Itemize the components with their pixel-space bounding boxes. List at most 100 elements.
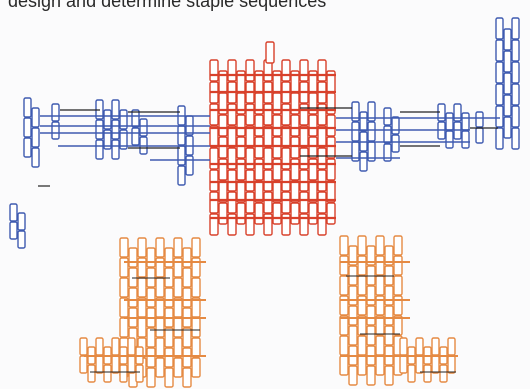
- right-leg-helix: [366, 245, 376, 266]
- left-leg-helix: [191, 317, 201, 338]
- left-arm-helix: [95, 119, 104, 140]
- body-helix: [299, 103, 309, 126]
- body-helix: [254, 136, 264, 159]
- right-hand-helix: [511, 127, 520, 150]
- left-foot-helix: [111, 355, 120, 374]
- right-arm-helix: [475, 127, 484, 144]
- body-helix: [263, 125, 273, 148]
- right-arm-helix: [453, 103, 462, 122]
- body-helix: [290, 202, 300, 225]
- body-helix: [326, 180, 336, 203]
- left-leg-helix: [137, 277, 147, 298]
- right-leg-helix: [393, 275, 403, 296]
- body-helix: [209, 125, 219, 148]
- right-arm-helix: [351, 121, 360, 142]
- left-leg-helix: [155, 317, 165, 338]
- right-leg-helix: [375, 235, 385, 256]
- left-foot-helix: [127, 355, 136, 374]
- left-leg-helix: [155, 357, 165, 378]
- right-arm-helix: [383, 143, 392, 162]
- right-leg-helix: [348, 305, 358, 326]
- right-arm-helix: [359, 111, 368, 132]
- right-arm-helix: [461, 112, 470, 131]
- right-leg-helix: [366, 325, 376, 346]
- left-foot-helix: [127, 337, 136, 356]
- body-helix: [317, 147, 327, 170]
- body-helix: [209, 169, 219, 192]
- body-helix: [254, 202, 264, 225]
- right-foot-helix: [439, 364, 448, 383]
- right-arm-helix: [391, 134, 400, 153]
- body-helix: [245, 213, 255, 236]
- body-helix: [218, 158, 228, 181]
- left-leg-helix: [164, 247, 174, 268]
- body-helix: [263, 147, 273, 170]
- right-leg-helix: [357, 255, 367, 276]
- right-hand-helix: [495, 105, 504, 128]
- body-helix: [263, 103, 273, 126]
- right-hand-helix: [511, 39, 520, 62]
- right-hand-helix: [503, 116, 512, 139]
- right-leg-helix: [366, 305, 376, 326]
- left-hand-helix: [9, 221, 18, 240]
- head-helix: [265, 41, 275, 64]
- body-helix: [317, 125, 327, 148]
- right-leg-helix: [375, 275, 385, 296]
- left-leg-helix: [155, 257, 165, 278]
- body-helix: [236, 202, 246, 225]
- left-leg-helix: [191, 277, 201, 298]
- body-helix: [272, 158, 282, 181]
- left-leg-helix: [119, 317, 129, 338]
- left-arm-helix: [111, 139, 120, 160]
- right-foot-helix: [399, 355, 408, 374]
- right-foot-helix: [423, 364, 432, 383]
- right-leg-helix: [339, 355, 349, 376]
- left-arm-helix: [31, 107, 40, 128]
- left-leg-helix: [146, 327, 156, 348]
- right-leg-helix: [384, 325, 394, 346]
- right-arm-helix: [367, 101, 376, 122]
- body-helix: [245, 147, 255, 170]
- left-foot-helix: [135, 364, 144, 383]
- left-leg-helix: [146, 347, 156, 368]
- left-arm-helix: [95, 139, 104, 160]
- left-hand-helix: [17, 212, 26, 231]
- body-helix: [290, 136, 300, 159]
- right-leg-helix: [339, 235, 349, 256]
- body-helix: [290, 114, 300, 137]
- right-leg-helix: [384, 305, 394, 326]
- left-hand-helix: [17, 230, 26, 249]
- right-arm-helix: [351, 101, 360, 122]
- left-leg-helix: [137, 257, 147, 278]
- body-helix: [209, 191, 219, 214]
- left-arm-helix: [51, 121, 60, 140]
- body-helix: [308, 202, 318, 225]
- left-foot-helix: [79, 355, 88, 374]
- body-helix: [218, 136, 228, 159]
- left-leg-helix: [182, 327, 192, 348]
- body-helix: [209, 59, 219, 82]
- body-helix: [245, 191, 255, 214]
- body-helix: [299, 147, 309, 170]
- body-helix: [227, 191, 237, 214]
- right-leg-helix: [348, 285, 358, 306]
- body-helix: [281, 191, 291, 214]
- left-leg-helix: [191, 237, 201, 258]
- right-hand-helix: [503, 50, 512, 73]
- body-helix: [326, 202, 336, 225]
- left-arm-helix: [23, 117, 32, 138]
- right-foot-helix: [431, 337, 440, 356]
- left-arm-helix: [119, 129, 128, 150]
- body-helix: [290, 158, 300, 181]
- right-leg-helix: [375, 335, 385, 356]
- body-helix: [299, 125, 309, 148]
- right-leg-helix: [375, 315, 385, 336]
- body-helix: [290, 180, 300, 203]
- left-arm-helix: [119, 109, 128, 130]
- left-foot-helix: [95, 355, 104, 374]
- body-helix: [236, 158, 246, 181]
- right-foot-helix: [415, 337, 424, 356]
- body-helix: [272, 114, 282, 137]
- right-arm-helix: [445, 112, 454, 131]
